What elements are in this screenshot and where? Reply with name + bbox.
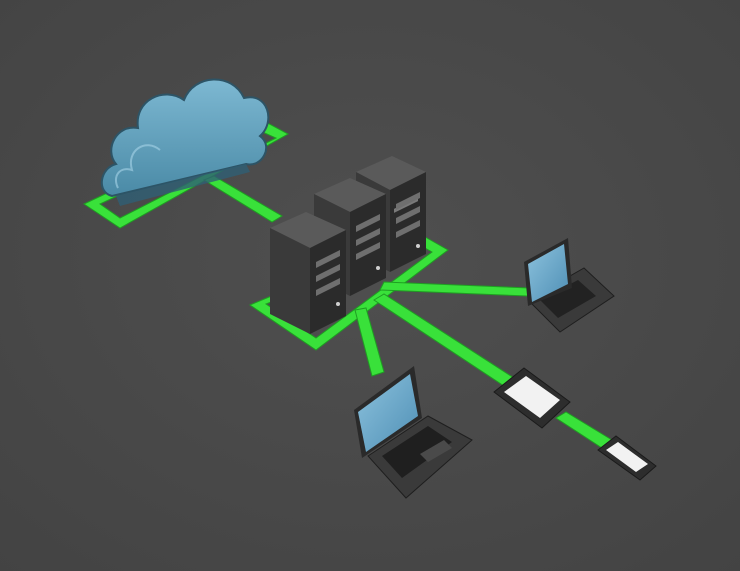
server-rack-1 [270, 212, 346, 334]
link-server-laptop-bottom [354, 307, 385, 377]
server-rack-icon [270, 156, 426, 334]
laptop-icon-bottom [354, 366, 473, 499]
smartphone-icon [597, 435, 657, 481]
server-status-lights [336, 244, 420, 306]
laptop-icon-right [524, 238, 615, 333]
tablet-icon [493, 367, 571, 429]
server-drive-bays [316, 192, 420, 296]
network-links [82, 119, 613, 449]
cloud-icon [101, 78, 270, 206]
